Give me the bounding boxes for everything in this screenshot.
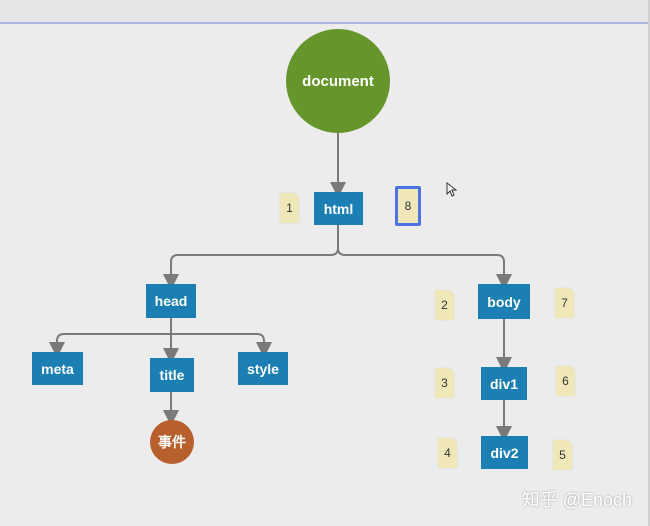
meta-node[interactable]: meta [32,352,83,385]
event-node-label: 事件 [158,434,186,450]
top-toolbar-strip [0,0,650,24]
edge-html-head [163,225,339,290]
order-note-label: 7 [561,296,568,310]
meta-node-label: meta [41,360,74,377]
mouse-pointer-icon [446,182,458,197]
order-note-label: 1 [286,201,293,215]
div1-node-label: div1 [489,375,518,392]
div2-node-label: div2 [490,444,519,461]
html-node[interactable]: html [314,192,363,225]
style-node-label: style [247,360,279,377]
html-node-label: html [323,200,354,217]
order-note-label: 3 [441,376,448,390]
order-note-div2-right: 5 [553,440,572,470]
title-node[interactable]: title [150,358,194,392]
title-node-label: title [159,367,185,383]
order-note-html-left: 1 [280,193,299,223]
document-node-label: document [302,72,374,90]
order-note-div1-right: 6 [556,366,575,396]
div1-node[interactable]: div1 [481,367,527,400]
edge-html-body [337,247,512,290]
event-node[interactable]: 事件 [150,420,194,464]
div2-node[interactable]: div2 [481,436,528,469]
edge-head-style [171,333,272,358]
order-note-label: 4 [444,446,451,460]
watermark: 知乎 @Enoch [521,490,632,510]
order-note-div2-left: 4 [438,438,457,468]
body-node[interactable]: body [478,284,530,319]
order-note-div1-left: 3 [435,368,454,398]
order-note-label: 2 [441,298,448,312]
style-node[interactable]: style [238,352,288,385]
order-note-label: 8 [404,199,412,213]
order-note-label: 5 [559,448,566,462]
edge-head-meta [49,318,172,358]
head-node[interactable]: head [146,284,196,318]
order-note-label: 6 [562,374,569,388]
head-node-label: head [154,293,188,309]
order-note-html-right-selected[interactable]: 8 [395,186,421,226]
order-note-body-left: 2 [435,290,454,320]
document-node[interactable]: document [286,29,390,133]
body-node-label: body [487,293,521,310]
order-note-body-right: 7 [555,288,574,318]
right-scroll-edge [648,0,650,526]
